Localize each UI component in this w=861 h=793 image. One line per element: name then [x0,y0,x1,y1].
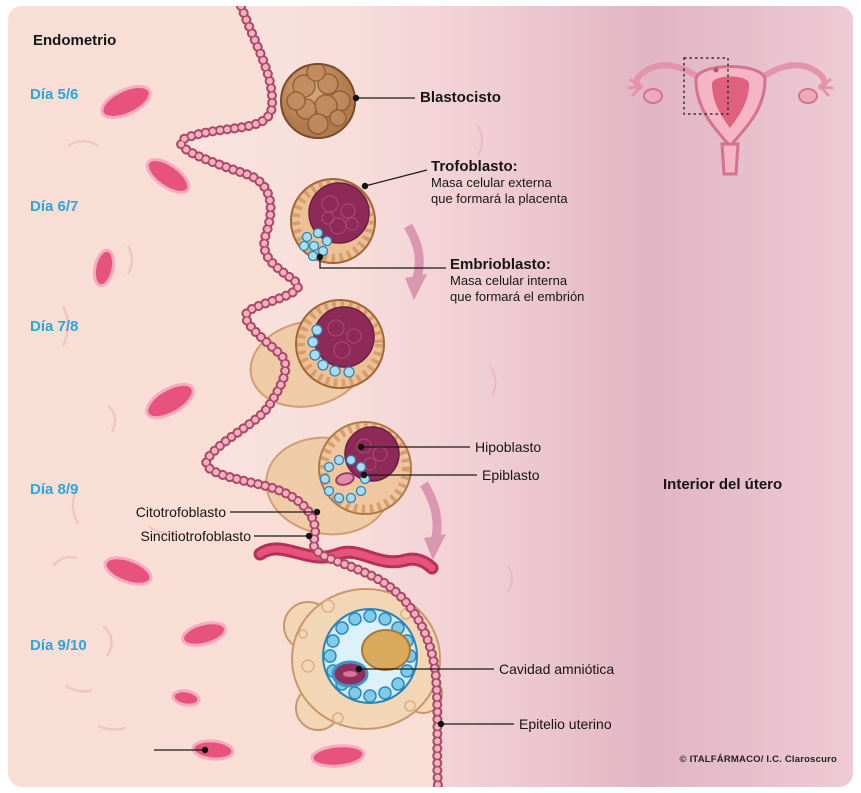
epitelio-uterino-label: Epitelio uterino [519,716,612,732]
ovary-right [798,88,818,104]
uterine-epithelium [175,6,443,787]
blood-vessels [92,85,366,768]
yolk-sac [361,629,411,671]
callout-dot [313,508,321,516]
blastocisto-label: Blastocisto [420,89,501,106]
blood-vessel [100,85,152,119]
uterus-locator-diagram [627,57,834,176]
down-arrow [404,223,424,284]
implantation-illustration [8,6,834,787]
endometrium-tissue [8,6,513,787]
blood-vessel [103,556,153,586]
fallopian-tube-right [758,62,828,90]
ovary-left [643,88,663,104]
blood-vessel [92,248,116,288]
day-label-6-7: Día 6/7 [30,198,79,215]
callout-dot [316,253,324,261]
copyright-credit: © ITALFÁRMACO/ I.C. Claroscuro [679,754,837,765]
endometrium-title: Endometrio [33,32,117,49]
callout-lines [154,94,514,754]
hypoblast-mass [344,426,400,482]
blood-vessel [310,744,366,768]
callout-dot [352,94,360,102]
diagram-background: Endometrio Día 5/6 Día 6/7 Día 7/8 Día 8… [8,6,853,787]
blastocyst-day5-6 [280,63,356,139]
maternal-sinusoid-vessel [253,542,439,575]
embrioblasto-desc-1: Masa celular interna [450,273,568,288]
down-arrow [420,481,442,544]
embryo-day8-9 [265,421,412,536]
day-label-7-8: Día 7/8 [30,318,79,335]
embrioblasto-label-block: Embrioblasto: Masa celular interna que f… [450,256,584,305]
implantation-dot [713,67,719,73]
callout-dot [201,746,209,754]
fallopian-tube-left [633,62,703,90]
citotrofoblasto-label: Citotrofoblasto [135,504,226,520]
blood-vessel [171,689,201,707]
embryoblast-cells [298,227,333,262]
embryo-day9-10 [283,588,443,731]
epiblast-ring [319,454,371,504]
trofoblasto-title: Trofoblasto: [431,158,518,175]
embryoblast-crescent [307,324,355,378]
hipoblasto-label: Hipoblasto [475,439,542,455]
callout-dot [437,720,445,728]
callout-dot [305,532,313,540]
cavidad-amniotica-label: Cavidad amniótica [499,661,615,677]
blood-vessel [145,158,191,194]
callout-dot [361,182,369,190]
uterus-interior-texture [477,125,513,593]
amniotic-slit [335,472,355,486]
callout-dot [357,443,365,451]
blood-vessel [181,621,227,647]
trofoblasto-desc-2: que formará la placenta [431,191,568,206]
progression-arrows [404,223,446,560]
trofoblasto-desc-1: Masa celular externa [431,175,552,190]
callout-dot [360,471,368,479]
uterine-cavity [712,76,749,128]
implantation-site-box [683,57,729,115]
interior-utero-label: Interior del útero [663,476,783,493]
epiblasto-label: Epiblasto [482,467,540,483]
trofoblasto-callout-line [364,169,428,187]
day-label-5-6: Día 5/6 [30,86,79,103]
embrioblasto-callout-line [319,257,446,269]
tissue-texture [52,139,177,731]
day-label-9-10: Día 9/10 [30,637,87,654]
blood-vessel [191,739,235,761]
trofoblasto-label-block: Trofoblasto: Masa celular externa que fo… [431,158,568,207]
embrioblasto-desc-2: que formará el embrión [450,289,585,304]
cervix [720,142,740,176]
callout-dot [355,665,363,673]
embrioblasto-title: Embrioblasto: [450,256,551,273]
sincitiotrofoblasto-label: Sincitiotrofoblasto [140,528,251,544]
blood-vessel [145,382,195,420]
day-label-8-9: Día 8/9 [30,481,79,498]
blastocyst-day6-7 [290,178,376,264]
